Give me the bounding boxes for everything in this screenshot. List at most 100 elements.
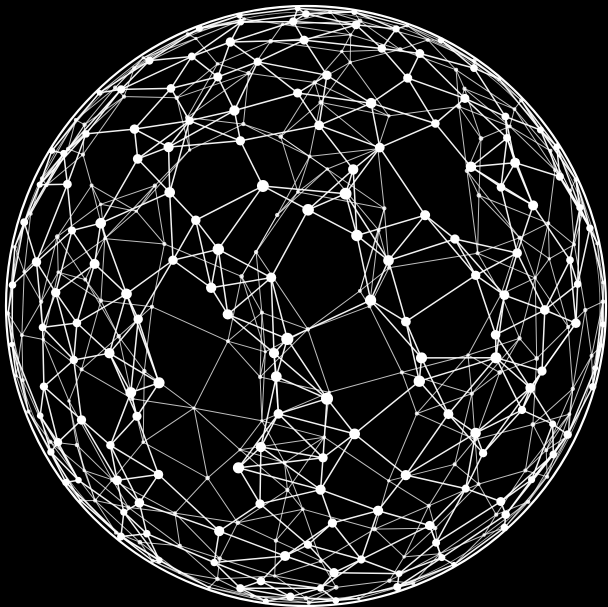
network-node [273, 574, 276, 577]
network-node [213, 244, 224, 255]
network-node [549, 451, 557, 459]
network-node [491, 330, 501, 340]
network-node [512, 248, 521, 257]
network-node [37, 182, 43, 188]
network-node [51, 288, 60, 297]
network-node [99, 298, 103, 302]
network-node [213, 72, 222, 81]
network-node [592, 365, 598, 371]
network-node [340, 188, 352, 200]
network-node [235, 521, 240, 526]
network-node [145, 57, 153, 65]
network-node [40, 382, 48, 390]
network-node [396, 570, 403, 577]
network-node [450, 234, 459, 243]
network-node [104, 348, 114, 358]
network-node [80, 367, 84, 371]
network-node [93, 498, 97, 502]
network-node [75, 443, 79, 447]
network-node [348, 164, 358, 174]
network-node [517, 336, 521, 340]
network-node [39, 300, 43, 304]
network-node [307, 601, 311, 605]
network-node [497, 77, 501, 81]
network-node [548, 257, 551, 260]
network-node [254, 250, 258, 254]
network-node [260, 311, 264, 315]
network-node [519, 98, 523, 102]
network-node [194, 37, 197, 40]
network-node [494, 513, 498, 517]
network-node [546, 221, 550, 225]
network-node [236, 584, 244, 592]
network-node [420, 210, 430, 220]
network-node [566, 434, 570, 438]
network-node [66, 147, 70, 151]
network-node [133, 314, 142, 323]
network-node [90, 183, 94, 187]
network-node [528, 476, 535, 483]
network-node [6, 311, 10, 315]
network-node [162, 242, 166, 246]
network-node [301, 507, 305, 511]
network-node [373, 506, 383, 516]
network-node [416, 352, 427, 363]
network-node [153, 183, 157, 187]
network-node [601, 281, 605, 285]
network-node [548, 149, 552, 153]
network-node [462, 485, 470, 493]
network-node [135, 498, 145, 508]
network-node [580, 213, 583, 216]
network-node [142, 56, 145, 59]
network-node [67, 399, 70, 402]
network-node [103, 237, 106, 240]
network-node [300, 36, 309, 45]
network-node [125, 387, 136, 398]
network-node [99, 203, 102, 206]
network-node [42, 338, 45, 341]
network-node [142, 369, 147, 374]
network-node [153, 377, 164, 388]
network-node [132, 66, 136, 70]
network-node [595, 241, 599, 245]
network-node [470, 64, 478, 72]
network-node [403, 74, 412, 83]
network-node [9, 342, 15, 348]
network-node [322, 70, 332, 80]
network-node [358, 289, 362, 293]
network-node [32, 257, 41, 266]
network-node [392, 25, 399, 32]
network-node [537, 366, 546, 375]
network-node [178, 544, 182, 548]
network-node [106, 441, 115, 450]
network-node [114, 531, 118, 535]
network-node [178, 571, 181, 574]
network-node [256, 442, 266, 452]
network-node [540, 305, 550, 315]
network-node [143, 530, 151, 538]
network-node [37, 412, 44, 419]
network-node [164, 187, 175, 198]
network-node [130, 124, 139, 133]
network-node [499, 292, 503, 296]
network-node [378, 44, 387, 53]
network-node [21, 378, 25, 382]
network-node [496, 497, 505, 506]
network-node [289, 17, 297, 25]
network-node [566, 325, 570, 329]
network-node [600, 321, 606, 327]
network-node [45, 183, 49, 187]
network-node [490, 352, 501, 363]
network-node [358, 19, 363, 24]
network-node [318, 453, 327, 462]
network-node [329, 568, 338, 577]
network-node [534, 356, 539, 361]
network-node [295, 5, 301, 11]
network-node [90, 259, 100, 269]
network-node [217, 556, 222, 561]
network-node [460, 94, 469, 103]
network-node [601, 299, 606, 304]
network-node [257, 577, 265, 585]
network-node [322, 435, 326, 439]
